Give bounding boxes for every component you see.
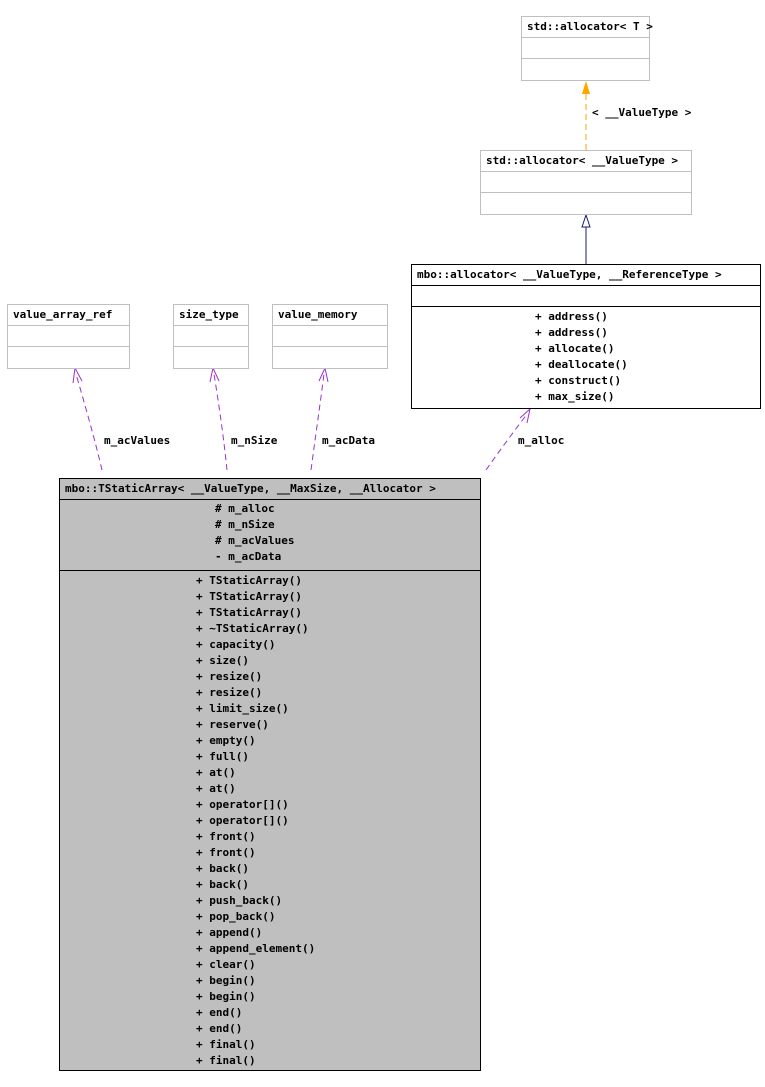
class-value-memory[interactable]: value_memory [272, 304, 388, 369]
method: + capacity() [196, 638, 276, 651]
method: + reserve() [196, 718, 269, 731]
methods-section [174, 346, 248, 367]
method: + at() [196, 766, 236, 779]
class-std-allocator-valuetype[interactable]: std::allocator< __ValueType > [480, 150, 692, 215]
class-title: mbo::allocator< __ValueType, __Reference… [417, 268, 722, 281]
class-title: std::allocator< T > [527, 20, 653, 33]
class-title: value_memory [278, 308, 358, 321]
template-edge-arrowhead [582, 81, 590, 94]
usage-edge-m_nSize [213, 373, 228, 471]
method: + append_element() [196, 942, 316, 955]
attributes-section [273, 325, 387, 346]
method: + limit_size() [196, 702, 289, 715]
method: + final() [196, 1054, 256, 1067]
usage-edge-m_alloc-arrowhead [519, 407, 531, 424]
class-tstaticarray[interactable]: mbo::TStaticArray< __ValueType, __MaxSiz… [59, 478, 481, 1071]
attribute: # m_acValues [215, 534, 295, 547]
methods-section [522, 58, 649, 79]
class-title: value_array_ref [13, 308, 113, 321]
attributes-section [481, 171, 691, 192]
methods-section: + address() + address() + allocate() + d… [412, 306, 760, 405]
method: + TStaticArray() [196, 574, 302, 587]
attributes-section [8, 325, 129, 346]
method: + empty() [196, 734, 256, 747]
method: + back() [196, 878, 249, 891]
attributes-section [522, 37, 649, 58]
class-title: mbo::TStaticArray< __ValueType, __MaxSiz… [65, 482, 436, 495]
attribute: # m_alloc [215, 502, 275, 515]
edge-label-m_alloc: m_alloc [518, 434, 565, 447]
method: + begin() [196, 990, 256, 1003]
method: + operator[]() [196, 814, 289, 827]
method: + construct() [535, 374, 622, 387]
usage-edge-m_acValues [75, 373, 103, 471]
class-std-allocator-t[interactable]: std::allocator< T > [521, 16, 653, 81]
method: + at() [196, 782, 236, 795]
attribute: - m_acData [215, 550, 282, 563]
method: + resize() [196, 670, 263, 683]
attributes-section [412, 285, 760, 306]
method: + operator[]() [196, 798, 289, 811]
method: + address() [535, 326, 608, 339]
class-title: std::allocator< __ValueType > [486, 154, 679, 167]
edge-label-m_acValues: m_acValues [104, 434, 171, 447]
method: + begin() [196, 974, 256, 987]
method: + end() [196, 1006, 243, 1019]
method: + front() [196, 830, 256, 843]
method: + TStaticArray() [196, 590, 302, 603]
methods-section [273, 346, 387, 367]
class-value-array-ref[interactable]: value_array_ref [7, 304, 130, 369]
attribute: # m_nSize [215, 518, 275, 531]
methods-section: + TStaticArray() + TStaticArray() + TStati… [60, 570, 480, 1069]
method: + clear() [196, 958, 256, 971]
attributes-section: # m_alloc # m_nSize # m_acValues - m_acD… [60, 499, 480, 570]
class-mbo-allocator[interactable]: mbo::allocator< __ValueType, __Reference… [411, 264, 761, 409]
method: + final() [196, 1038, 256, 1051]
method: + append() [196, 926, 263, 939]
methods-section [481, 192, 691, 213]
attributes-section [174, 325, 248, 346]
class-title: size_type [179, 308, 239, 321]
edge-label-m_nSize: m_nSize [231, 434, 278, 447]
method: + size() [196, 654, 249, 667]
method: + pop_back() [196, 910, 276, 923]
method: + push_back() [196, 894, 283, 907]
usage-edge-m_alloc [485, 413, 528, 471]
method: + TStaticArray() [196, 606, 302, 619]
method: + deallocate() [535, 358, 628, 371]
method: + address() [535, 310, 608, 323]
method: + ~TStaticArray() [196, 622, 309, 635]
method: + resize() [196, 686, 263, 699]
inheritance-arrowhead [581, 213, 591, 228]
method: + max_size() [535, 390, 615, 403]
method: + full() [196, 750, 249, 763]
edge-label-template-binding: < __ValueType > [592, 106, 692, 119]
class-size-type[interactable]: size_type [173, 304, 249, 369]
edge-label-m_acData: m_acData [322, 434, 375, 447]
method: + allocate() [535, 342, 615, 355]
usage-edge-m_acData [310, 373, 325, 471]
method: + end() [196, 1022, 243, 1035]
method: + front() [196, 846, 256, 859]
methods-section [8, 346, 129, 367]
method: + back() [196, 862, 249, 875]
